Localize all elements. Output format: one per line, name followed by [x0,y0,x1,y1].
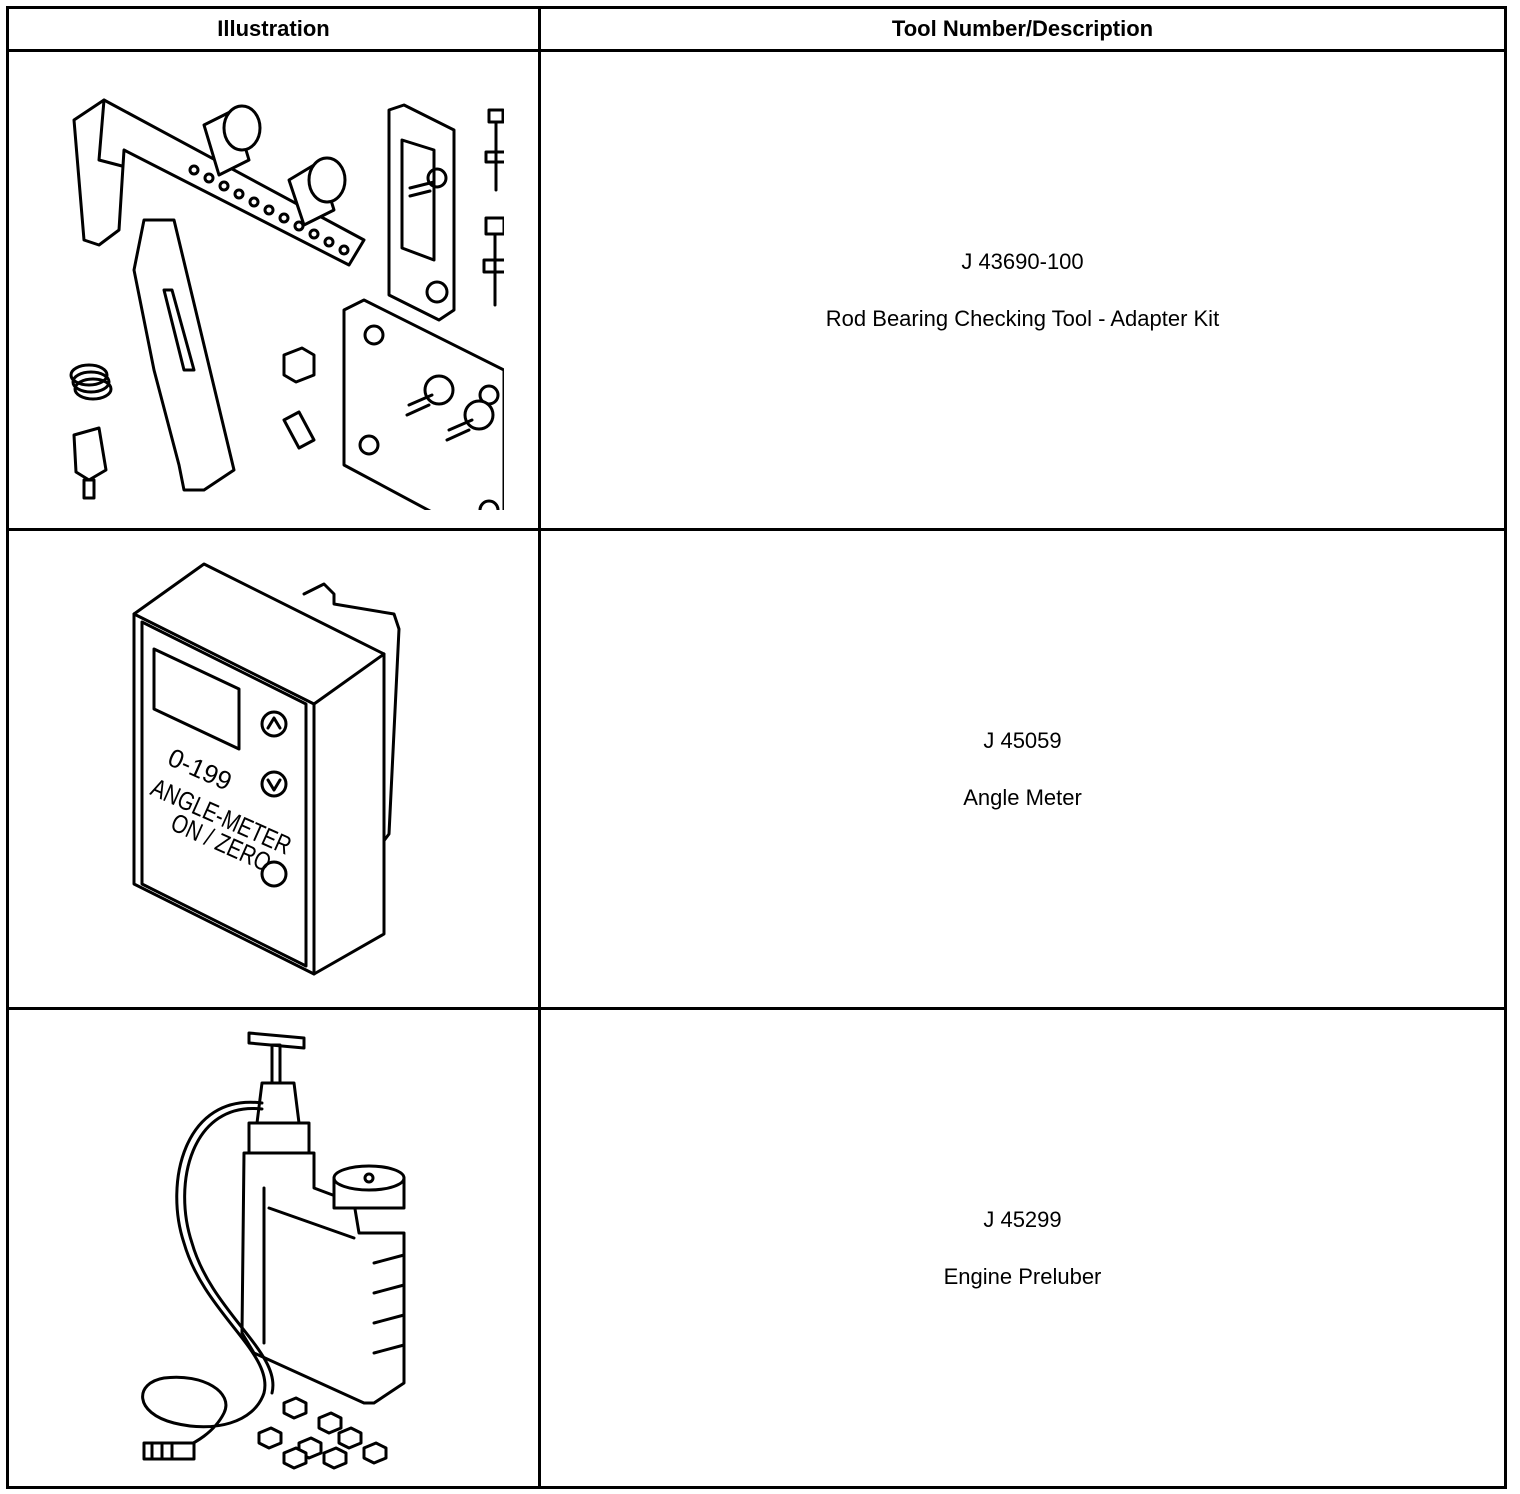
engine-preluber-illustration [140,1031,405,1470]
table-row: J 45299 Engine Preluber [6,1007,1507,1489]
description-cell: J 45299 Engine Preluber [538,1007,1507,1489]
table-row: 0-199 ANGLE-METER ON / ZERO J 45059 Angl… [6,528,1507,1010]
tool-description: Rod Bearing Checking Tool - Adapter Kit [825,305,1220,331]
tool-description: Engine Preluber [943,1263,1102,1289]
description-cell: J 43690-100 Rod Bearing Checking Tool - … [538,49,1507,531]
illustration-cell [6,49,541,531]
table-row: J 43690-100 Rod Bearing Checking Tool - … [6,49,1507,531]
tool-number: J 45299 [983,1206,1062,1232]
header-illustration: Illustration [6,6,541,52]
illustration-cell: 0-199 ANGLE-METER ON / ZERO [6,528,541,1010]
tool-description: Angle Meter [963,784,1082,810]
tool-table: Illustration Tool Number/Description [6,6,1507,1489]
angle-meter-illustration: 0-199 ANGLE-METER ON / ZERO [132,562,400,976]
illustration-cell [6,1007,541,1489]
description-cell: J 45059 Angle Meter [538,528,1507,1010]
tool-number: J 43690-100 [961,248,1084,274]
tool-number: J 45059 [983,727,1062,753]
header-description: Tool Number/Description [538,6,1507,52]
header-row: Illustration Tool Number/Description [6,6,1507,52]
rod-bearing-adapter-kit-illustration [69,98,504,510]
